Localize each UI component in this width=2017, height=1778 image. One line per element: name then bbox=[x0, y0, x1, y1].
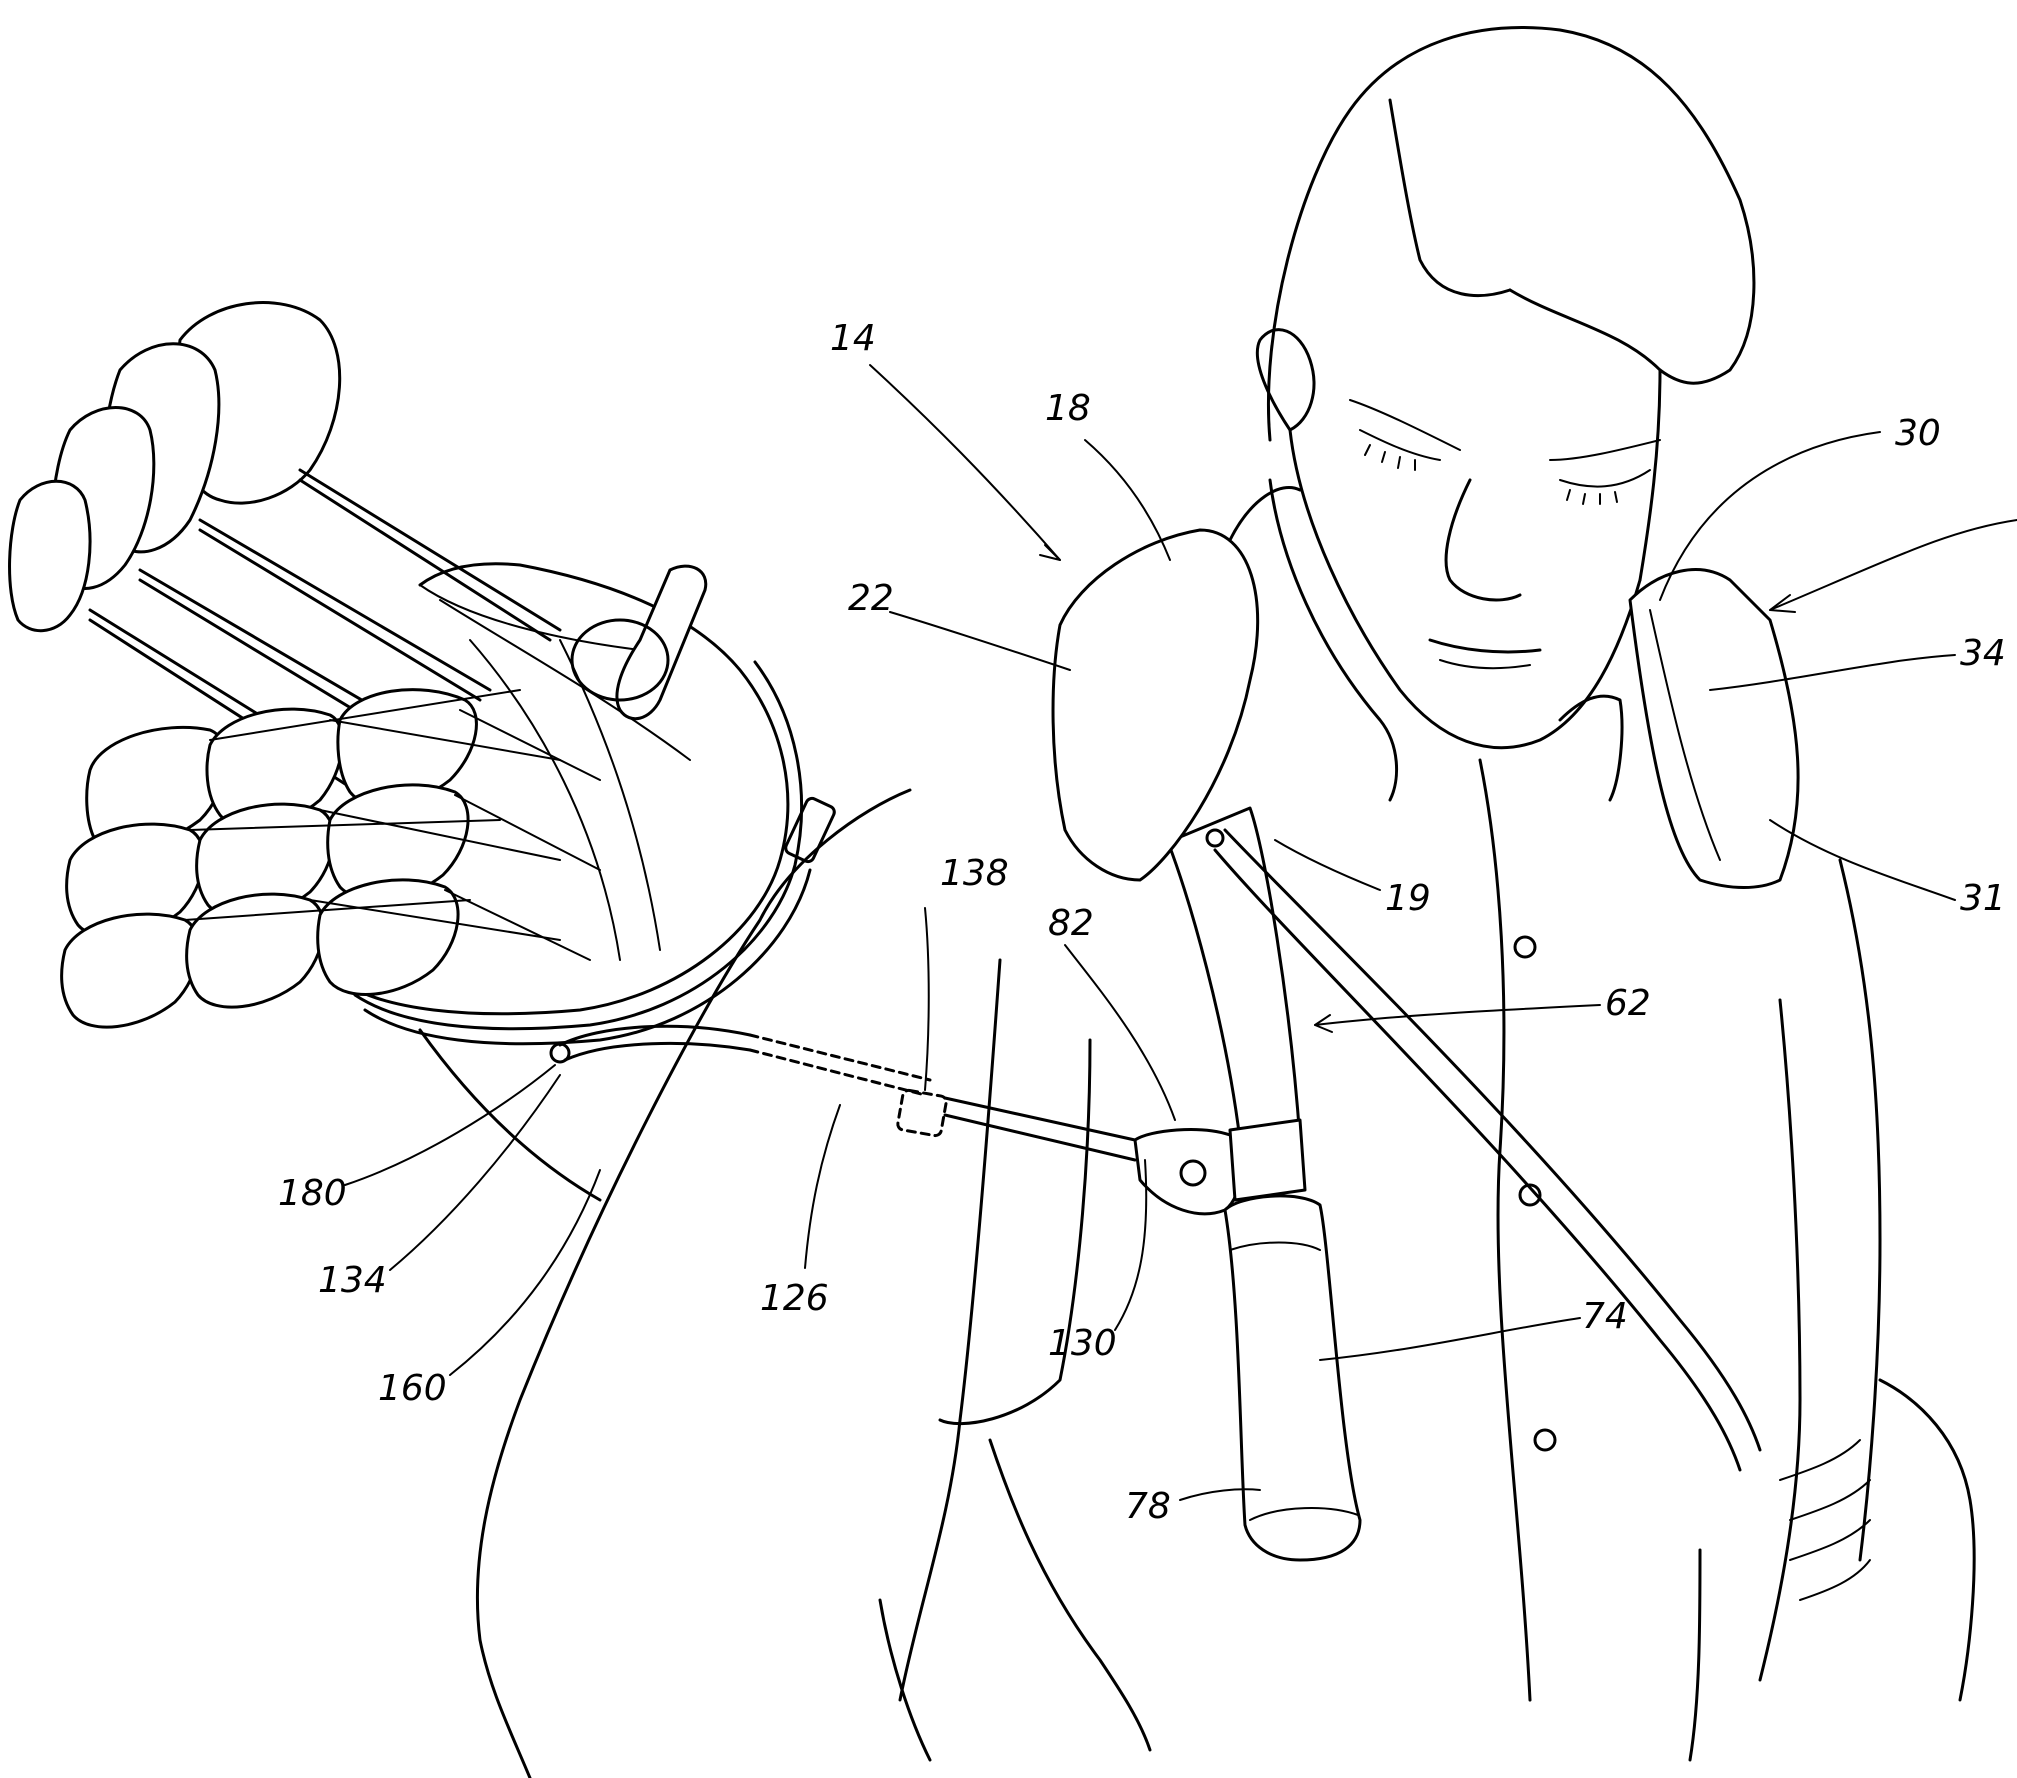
label-74: 74 bbox=[1582, 1296, 1628, 1337]
right-shoulder-pad bbox=[1628, 568, 1800, 889]
bag-handle-clip bbox=[784, 796, 836, 864]
label-19: 19 bbox=[1385, 878, 1431, 919]
reference-numerals: 14 18 22 30 34 19 31 138 82 62 180 134 1… bbox=[278, 318, 2006, 1527]
bag-body bbox=[475, 788, 912, 1778]
leader-right-arrow bbox=[1769, 519, 2017, 611]
pivot-bolt bbox=[1179, 1159, 1207, 1187]
leader-134 bbox=[389, 1074, 561, 1271]
label-160: 160 bbox=[378, 1368, 447, 1409]
label-18: 18 bbox=[1045, 388, 1091, 429]
nose bbox=[1444, 478, 1522, 602]
torso-right bbox=[1758, 998, 1802, 1682]
shirt-button-2 bbox=[1518, 1183, 1542, 1207]
person bbox=[878, 26, 1976, 1762]
golf-bag bbox=[338, 562, 912, 1778]
leader-lines bbox=[344, 364, 2017, 1501]
shirt-collar-right bbox=[1558, 694, 1624, 802]
leader-160 bbox=[449, 1169, 601, 1376]
shirt-button-1 bbox=[1513, 935, 1537, 959]
iron-head-4 bbox=[65, 822, 205, 939]
buckle-138 bbox=[896, 1088, 948, 1138]
bag-rim bbox=[338, 562, 790, 1016]
label-130: 130 bbox=[1048, 1323, 1117, 1364]
shoulder-pad bbox=[1051, 528, 1260, 882]
iron-head-8 bbox=[185, 892, 325, 1009]
iron-head-2 bbox=[205, 707, 344, 829]
shirt-collar-left bbox=[1268, 478, 1399, 802]
left-eye bbox=[1359, 429, 1441, 461]
label-14: 14 bbox=[830, 318, 876, 359]
putter-head bbox=[615, 564, 708, 721]
label-62: 62 bbox=[1605, 983, 1651, 1024]
leader-62 bbox=[1314, 1004, 1601, 1026]
rear-bar bbox=[1223, 828, 1762, 1452]
label-78: 78 bbox=[1125, 1486, 1171, 1527]
label-134: 134 bbox=[318, 1260, 387, 1301]
strap-130 bbox=[558, 1024, 752, 1047]
label-22: 22 bbox=[848, 578, 894, 619]
leader-180 bbox=[344, 1064, 556, 1186]
iron-head-7 bbox=[60, 912, 200, 1029]
leader-22 bbox=[889, 611, 1071, 671]
shirt-button-3 bbox=[1533, 1428, 1557, 1452]
grip bbox=[1223, 1194, 1362, 1562]
handle-collar bbox=[1228, 1118, 1307, 1202]
label-126: 126 bbox=[760, 1278, 829, 1319]
hair bbox=[1266, 26, 1756, 442]
right-eye bbox=[1559, 469, 1651, 488]
leader-30 bbox=[1659, 431, 1881, 601]
strap-assembly bbox=[549, 806, 1762, 1562]
leader-31 bbox=[1769, 819, 1956, 901]
mouth bbox=[1428, 638, 1542, 654]
label-180: 180 bbox=[278, 1173, 347, 1214]
label-138: 138 bbox=[940, 853, 1009, 894]
leader-82 bbox=[1064, 944, 1176, 1121]
wood-head-4 bbox=[8, 479, 92, 633]
leader-78 bbox=[1179, 1488, 1261, 1501]
golf-clubs bbox=[8, 301, 708, 1029]
leader-18 bbox=[1084, 439, 1171, 561]
label-34: 34 bbox=[1960, 633, 2006, 674]
face bbox=[1288, 428, 1642, 750]
ear bbox=[1255, 328, 1316, 432]
leader-74 bbox=[1319, 1317, 1581, 1361]
leader-34 bbox=[1709, 654, 1956, 691]
iron-head-1 bbox=[85, 725, 228, 852]
pivot-connector bbox=[1133, 1128, 1243, 1216]
shirt-front bbox=[1478, 758, 1532, 1702]
label-30: 30 bbox=[1895, 413, 1941, 454]
leader-130 bbox=[1114, 1159, 1148, 1331]
iron-head-6 bbox=[326, 783, 470, 901]
strap-hidden-section bbox=[748, 1033, 932, 1082]
iron-head-3 bbox=[336, 688, 478, 806]
leader-126 bbox=[804, 1104, 841, 1269]
handle-bar-pin bbox=[1205, 828, 1225, 848]
iron-head-9 bbox=[316, 878, 460, 996]
label-82: 82 bbox=[1048, 903, 1094, 944]
iron-head-5 bbox=[195, 802, 335, 919]
handle-bar bbox=[1166, 806, 1302, 1142]
torso-left bbox=[898, 958, 1002, 1702]
leader-138 bbox=[924, 907, 930, 1091]
label-31: 31 bbox=[1960, 878, 2006, 919]
leader-19 bbox=[1274, 839, 1381, 891]
leader-14 bbox=[869, 364, 1061, 561]
